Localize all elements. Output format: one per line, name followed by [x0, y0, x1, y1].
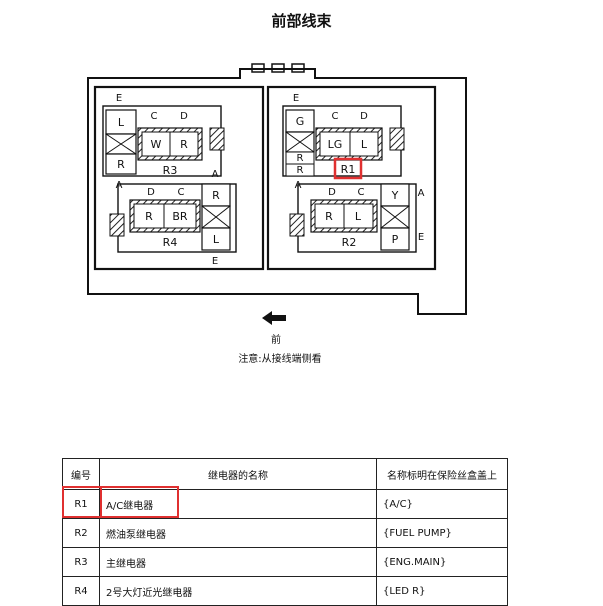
r1-label-c: C: [332, 111, 339, 122]
r1-pin-g: G: [296, 115, 305, 128]
r1-code-highlight: [62, 486, 102, 518]
r3-pin-r: R: [117, 158, 125, 171]
view-note: 注意:从接线端侧看: [238, 354, 322, 365]
table-row: R4 2号大灯近光继电器 {LED R}: [62, 576, 508, 606]
r2-name: R2: [342, 236, 357, 249]
relay-r2: D C A R L Y P R2 E: [289, 183, 425, 253]
r4-pin-r: R: [145, 210, 153, 223]
r1-highlight-box: [333, 157, 363, 180]
housing-tab: [271, 63, 285, 73]
diagram-title: 前部线束: [271, 12, 332, 30]
header-code: 编号: [62, 458, 100, 490]
header-name: 继电器的名称: [99, 458, 377, 490]
r3-label-c: C: [151, 111, 158, 122]
r1-pin-r2: R: [297, 165, 304, 176]
row-name: 燃油泵继电器: [99, 518, 377, 548]
r1-name: R1: [341, 163, 356, 176]
r2-pin-p: P: [392, 233, 399, 246]
r3-pin-l: L: [118, 116, 125, 129]
header-mark: 名称标明在保险丝盒盖上: [376, 458, 508, 490]
relay-r4: D C A R BR R L R4 E: [109, 169, 237, 267]
r4-label-d: D: [147, 187, 155, 198]
left-compartment: [93, 85, 265, 271]
front-label: 前: [271, 335, 281, 346]
row-mark: {ENG.MAIN}: [376, 547, 508, 577]
r2-pin-r: R: [325, 210, 333, 223]
relay-r1: E C D G R R LG L A R1: [282, 93, 405, 191]
r2-label-a: A: [418, 188, 425, 199]
housing-tab: [251, 63, 265, 73]
table-row: R1 A/C继电器 {A/C}: [62, 489, 508, 519]
r1-pin-lg: LG: [328, 138, 343, 151]
r4-pin-r2: R: [212, 189, 220, 202]
r1-label-d: D: [360, 111, 368, 122]
table-row: R3 主继电器 {ENG.MAIN}: [62, 547, 508, 577]
r3-label-e: E: [116, 93, 122, 104]
r2-label-d: D: [328, 187, 336, 198]
r2-label-e: E: [418, 232, 424, 243]
r4-label-e: E: [212, 256, 218, 267]
front-arrow-icon: [262, 311, 286, 325]
housing-outline: [87, 68, 467, 315]
table-row: R2 燃油泵继电器 {FUEL PUMP}: [62, 518, 508, 548]
r1-pin-r: R: [297, 153, 304, 164]
row-mark: {A/C}: [376, 489, 508, 519]
relay-table: 编号 继电器的名称 名称标明在保险丝盒盖上 R1 A/C继电器 {A/C} R2…: [62, 458, 508, 606]
row-code: R3: [62, 547, 100, 577]
r3-pin-r2: R: [180, 138, 188, 151]
row-code: R2: [62, 518, 100, 548]
row-code: R4: [62, 576, 100, 606]
relay-r3: E C D L R W R A R3: [102, 93, 225, 191]
r3-pin-w: W: [151, 138, 162, 151]
r4-pin-br: BR: [172, 210, 188, 223]
r3-name: R3: [163, 164, 178, 177]
row-name: 2号大灯近光继电器: [99, 576, 377, 606]
r1-name-highlight: [100, 486, 179, 518]
r4-name: R4: [163, 236, 178, 249]
relay-box-diagram: E C D L R W R A R3 D C A R BR R L: [87, 63, 467, 325]
housing-tab: [291, 63, 305, 73]
table-header-row: 编号 继电器的名称 名称标明在保险丝盒盖上: [62, 458, 508, 490]
row-mark: {LED R}: [376, 576, 508, 606]
r2-label-c: C: [358, 187, 365, 198]
row-name: 主继电器: [99, 547, 377, 577]
row-name: A/C继电器: [99, 489, 377, 519]
r3-label-a: A: [116, 180, 123, 191]
r1-label-e: E: [293, 93, 299, 104]
r1-pin-l: L: [361, 138, 368, 151]
right-compartment: [266, 85, 437, 271]
r2-pin-y: Y: [391, 189, 399, 202]
r3-label-d: D: [180, 111, 188, 122]
r4-pin-l: L: [213, 233, 220, 246]
r4-label-a: A: [212, 169, 219, 180]
r2-pin-l: L: [355, 210, 362, 223]
r4-label-c: C: [178, 187, 185, 198]
row-mark: {FUEL PUMP}: [376, 518, 508, 548]
